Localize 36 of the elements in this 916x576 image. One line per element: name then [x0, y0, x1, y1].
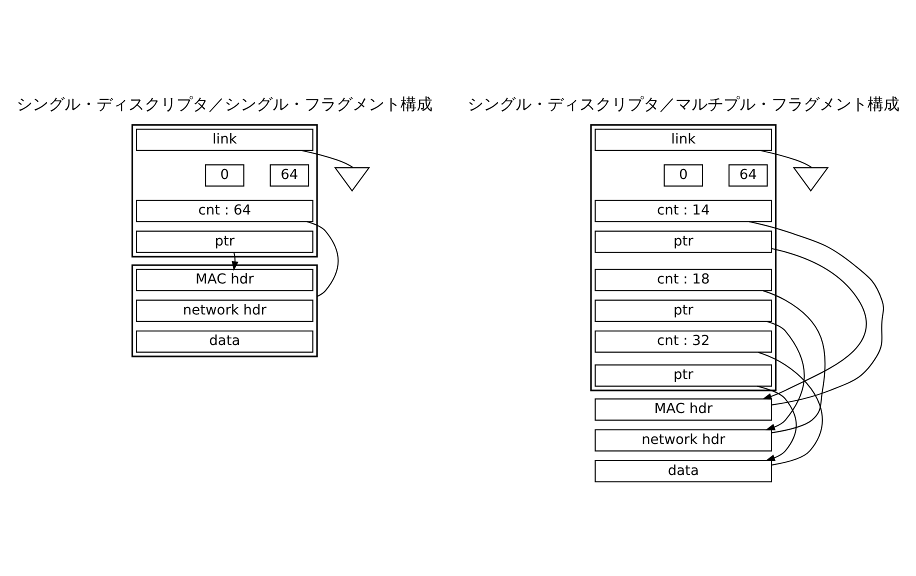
node-box: ptr [136, 230, 314, 252]
arrow [757, 385, 797, 461]
node-box: 64 [728, 164, 768, 186]
cluster [131, 124, 318, 257]
node-box: ptr [594, 299, 772, 322]
node-box: 0 [205, 164, 244, 186]
cluster [590, 124, 777, 391]
node-box: cnt : 32 [594, 330, 772, 352]
connector [758, 351, 823, 466]
connector [762, 290, 826, 433]
node-box: network hdr [594, 428, 772, 451]
node-triangle [334, 166, 370, 192]
label: シングル・ディスクリプタ／シングル・フラグメント構成 [16, 94, 433, 114]
node-box: MAC hdr [136, 268, 314, 291]
connector [301, 150, 354, 168]
arrow [762, 248, 867, 400]
node-box: ptr [594, 230, 772, 252]
node-box: data [594, 459, 772, 482]
node-triangle [792, 166, 829, 192]
connector [306, 220, 339, 296]
arrow [765, 320, 805, 430]
arrow [232, 252, 238, 270]
node-box: data [136, 330, 314, 352]
cluster [131, 264, 318, 357]
node-box: cnt : 14 [594, 199, 772, 222]
node-box: MAC hdr [594, 398, 772, 420]
label: シングル・ディスクリプタ／マルチプル・フラグメント構成 [467, 94, 900, 114]
node-box: network hdr [136, 299, 314, 322]
node-box: 0 [664, 164, 704, 186]
node-box: 64 [270, 164, 310, 186]
node-box: link [136, 128, 314, 150]
node-box: link [594, 128, 772, 150]
node-box: cnt : 64 [136, 199, 314, 222]
node-box: ptr [594, 364, 772, 386]
connector [760, 150, 812, 168]
node-box: cnt : 18 [594, 268, 772, 291]
